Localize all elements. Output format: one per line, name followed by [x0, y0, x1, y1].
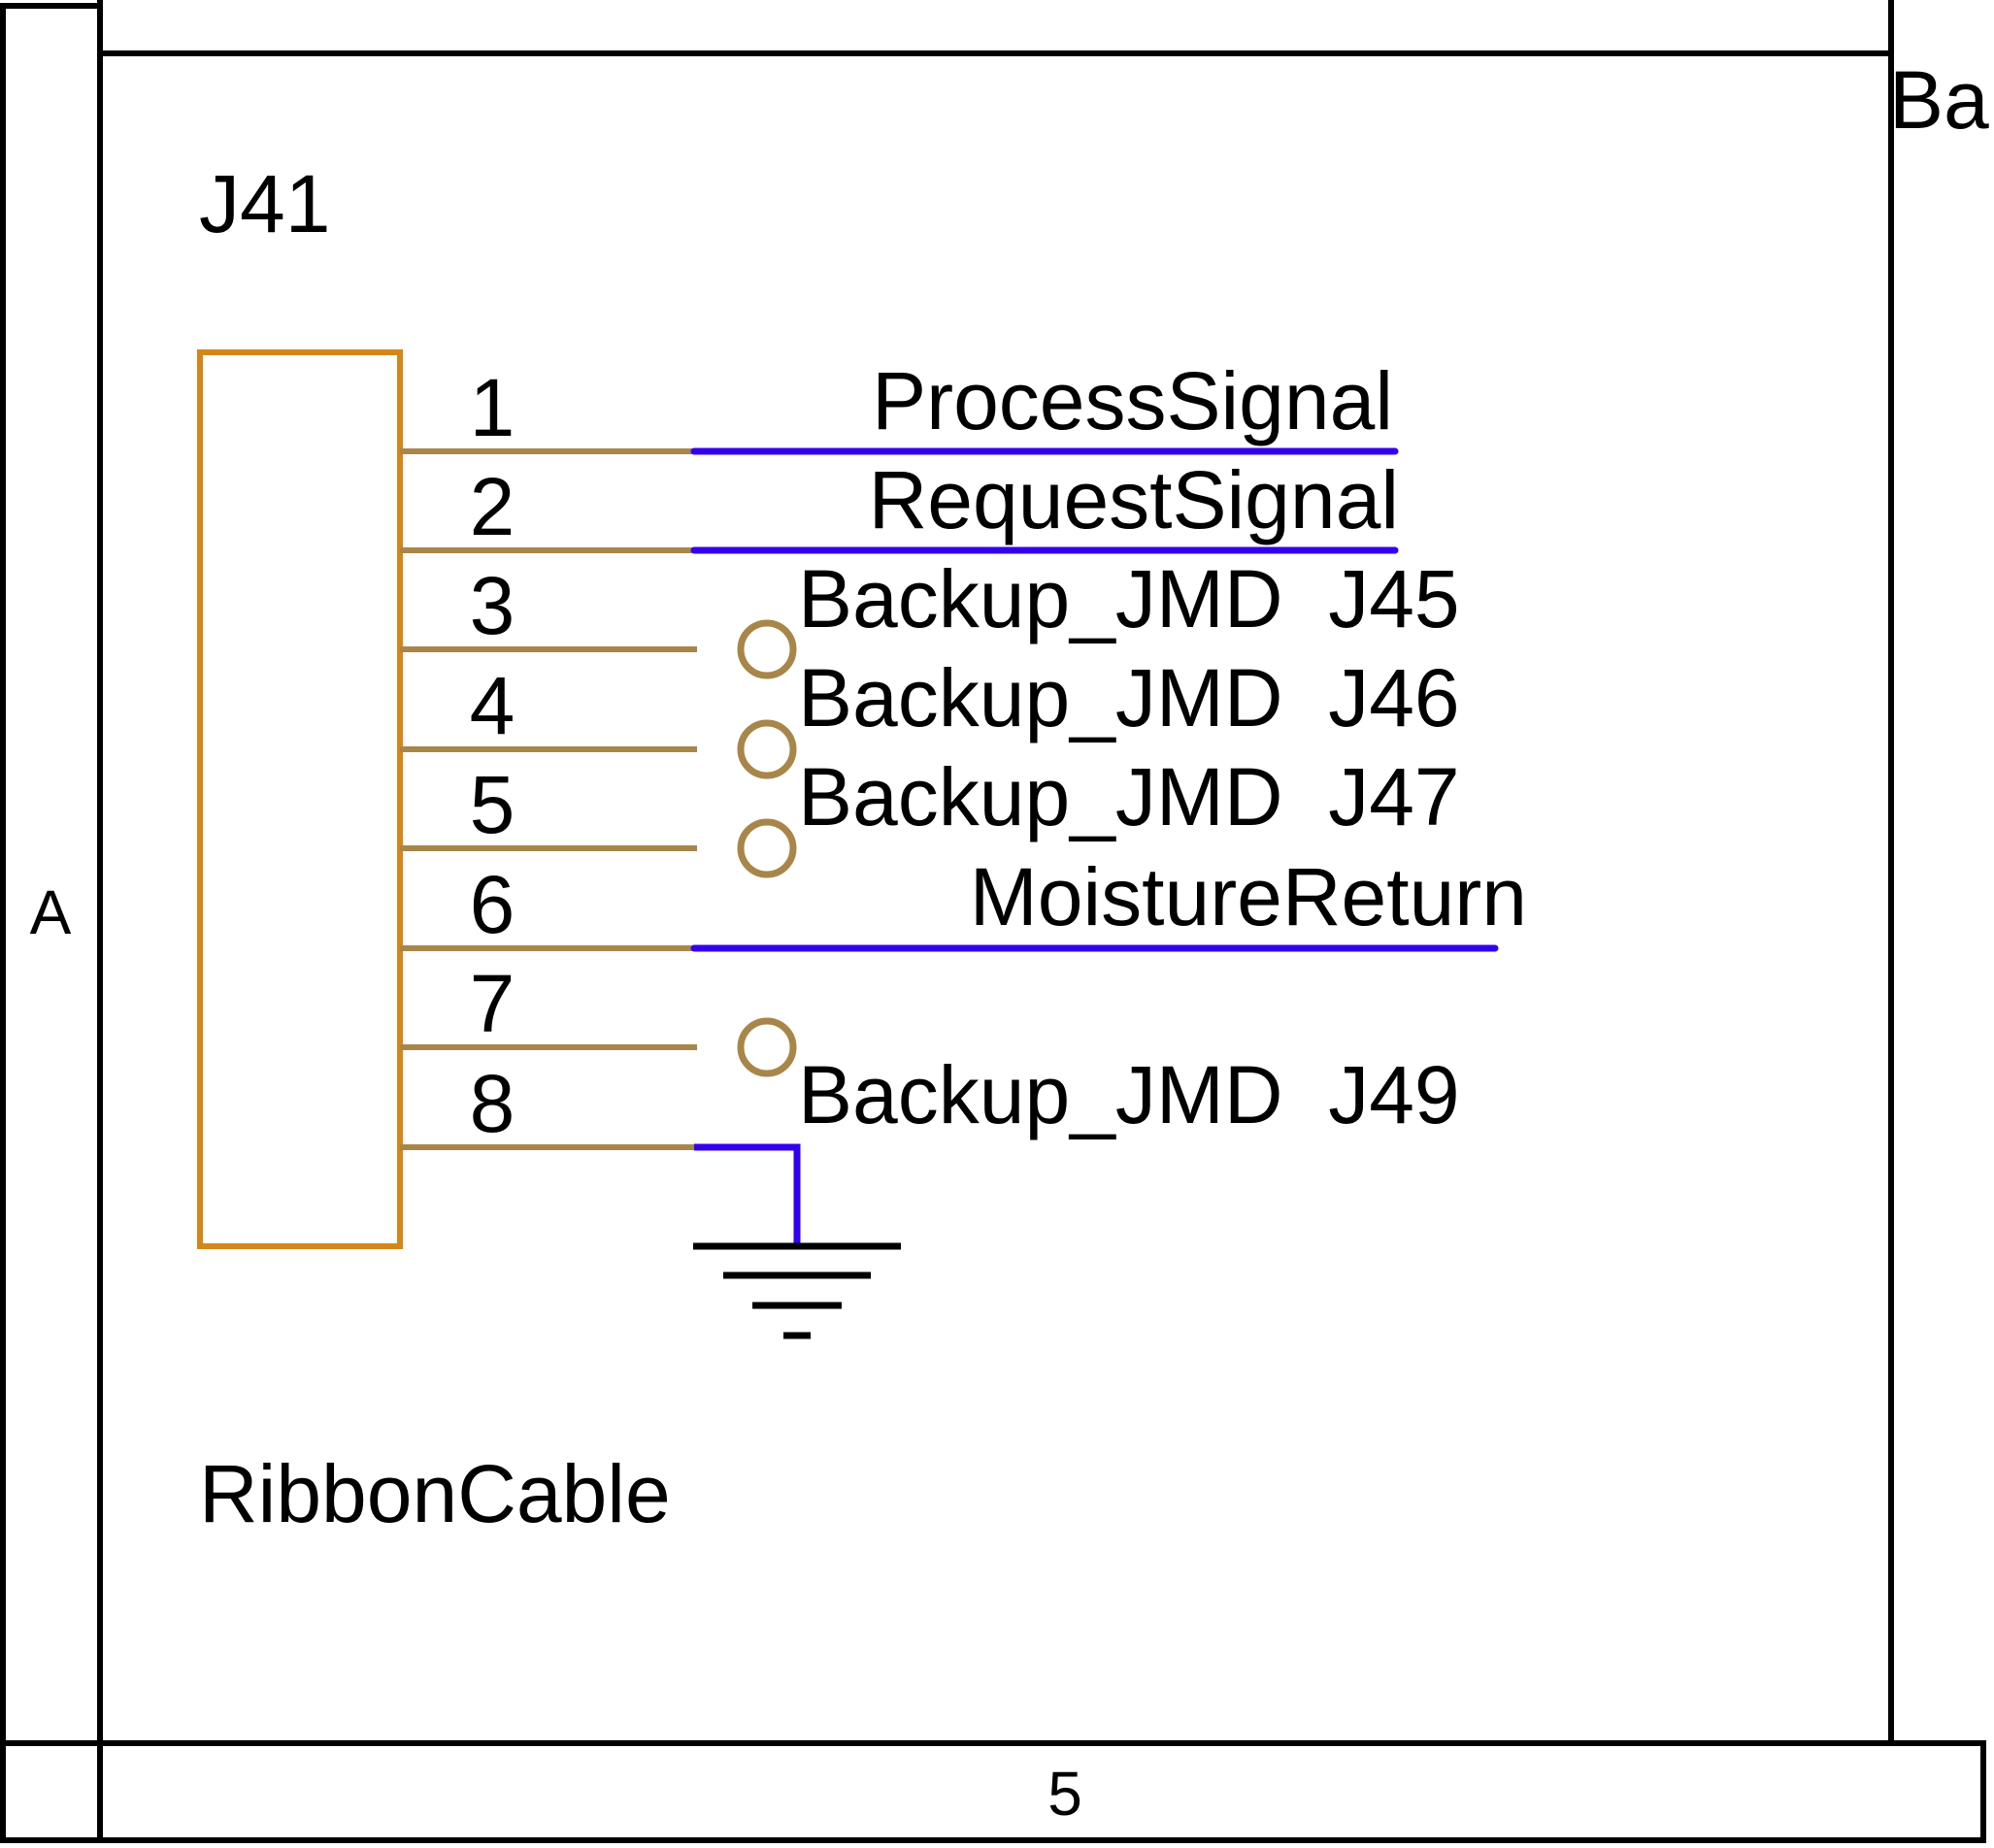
- pin-4: 4 Backup_JMD J46: [400, 652, 1460, 779]
- title-fragment: Ba: [1889, 54, 1989, 146]
- row-marker: A: [30, 877, 72, 947]
- no-connect-icon: [737, 818, 797, 878]
- sheet-border: [97, 50, 1894, 1746]
- pin-2: 2 RequestSignal: [400, 454, 1399, 554]
- pin-7: 7: [400, 958, 797, 1077]
- outer-frame-bottom-band: [0, 1740, 1986, 1843]
- connector-body: [197, 349, 403, 1249]
- pin-8: 8 Backup_JMD J49: [400, 1049, 1460, 1246]
- pin-8-number: 8: [470, 1058, 515, 1149]
- pin-1-number: 1: [470, 362, 515, 453]
- pin-4-number: 4: [470, 660, 515, 751]
- pin-5-number: 5: [470, 759, 515, 850]
- pin-1: 1 ProcessSignal: [400, 355, 1399, 455]
- net-label: Backup_JMD J46: [798, 652, 1460, 743]
- pin-6-number: 6: [470, 859, 515, 950]
- net-label: RequestSignal: [869, 454, 1399, 545]
- pin-3-number: 3: [470, 560, 515, 651]
- component-value: RibbonCable: [199, 1448, 671, 1539]
- no-connect-icon: [737, 619, 797, 679]
- pin-6: 6 MoistureReturn: [400, 851, 1527, 952]
- column-marker: 5: [1047, 1759, 1082, 1829]
- no-connect-icon: [737, 719, 797, 779]
- ground-icon: [693, 1242, 901, 1339]
- net-label: ProcessSignal: [872, 355, 1393, 446]
- no-connect-icon: [737, 1017, 797, 1077]
- pin-8-ground-wire: [694, 1143, 801, 1246]
- net-label: MoistureReturn: [970, 851, 1527, 942]
- pin-7-number: 7: [470, 958, 515, 1049]
- pin-5: 5 Backup_JMD J47: [400, 751, 1460, 878]
- net-label: Backup_JMD J45: [798, 553, 1460, 644]
- component-designator: J41: [199, 158, 330, 249]
- pin-3: 3 Backup_JMD J45: [400, 553, 1460, 679]
- net-label: Backup_JMD J47: [798, 751, 1460, 842]
- pin-2-number: 2: [470, 461, 515, 552]
- net-label: Backup_JMD J49: [798, 1049, 1460, 1140]
